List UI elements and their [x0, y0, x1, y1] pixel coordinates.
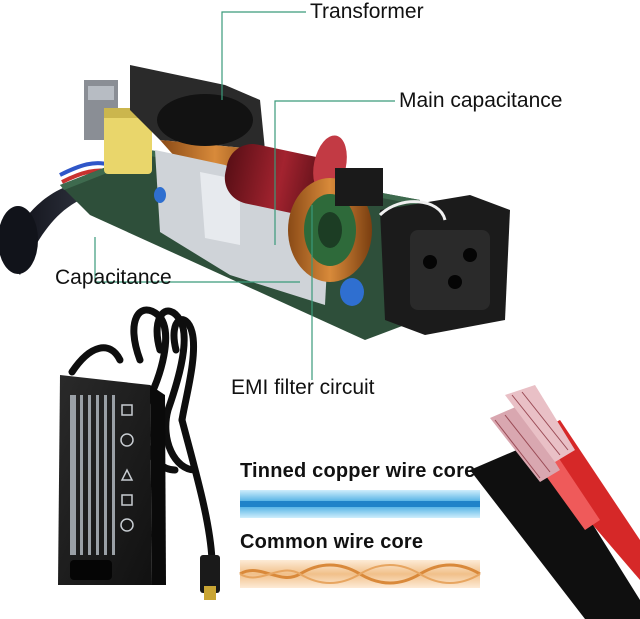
callout-transformer: Transformer [310, 0, 424, 23]
adapter-body [58, 375, 166, 585]
dc-plug [200, 555, 220, 593]
black-component [335, 168, 383, 206]
blue-capacitor [340, 278, 364, 306]
tinned-wire-sample [240, 490, 480, 518]
callout-capacitance: Capacitance [55, 266, 172, 289]
common-wire-sample [239, 560, 481, 588]
callout-main-capacitance: Main capacitance [399, 89, 563, 112]
cable-end [0, 206, 38, 274]
leader-lines [94, 11, 395, 380]
yellow-coil [104, 108, 152, 174]
heatsink [155, 150, 330, 305]
callout-emi-filter: EMI filter circuit [231, 376, 375, 399]
cutaway-cable [470, 385, 640, 619]
label-tinned-wire-core: Tinned copper wire core [240, 460, 476, 482]
label-common-wire-core: Common wire core [240, 531, 424, 553]
